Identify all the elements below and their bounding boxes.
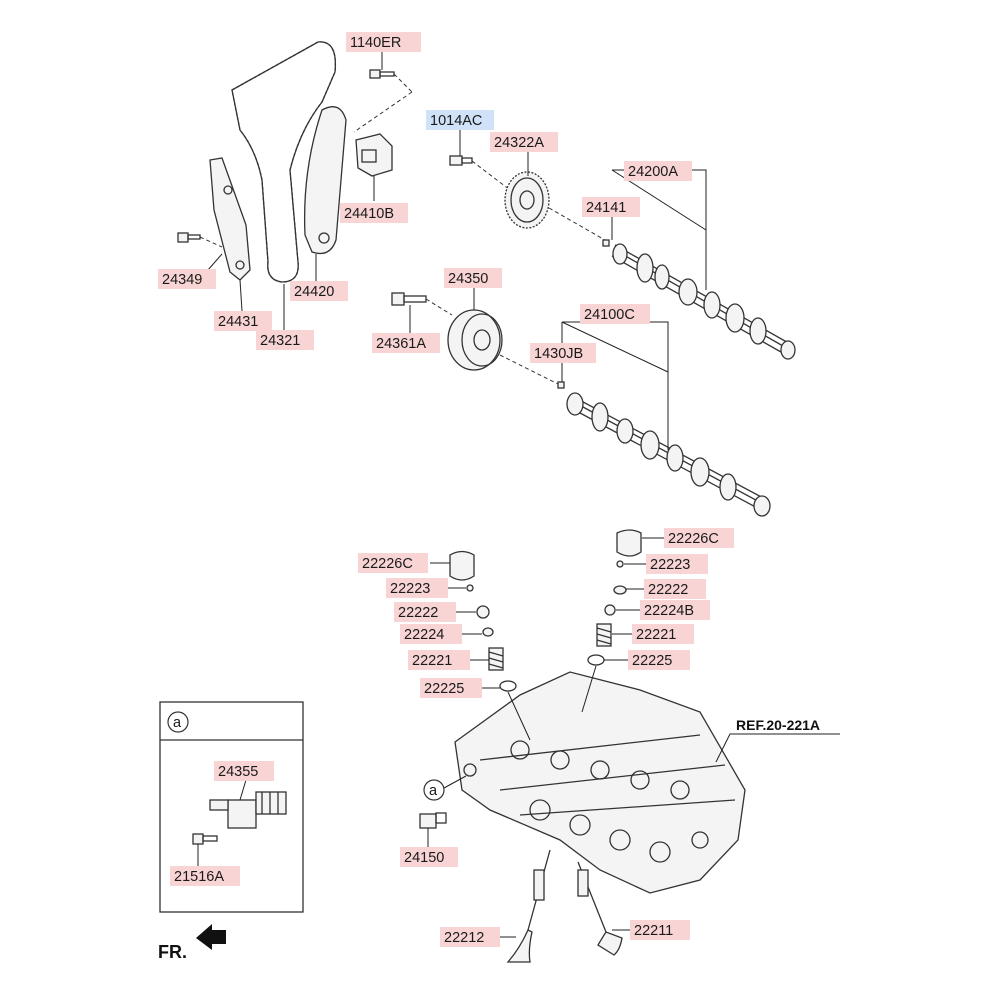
plug-24150 [419, 812, 447, 829]
label-22226C-right: 22226C [664, 528, 734, 548]
label-24150: 24150 [400, 847, 458, 867]
svg-text:24410B: 24410B [344, 206, 394, 222]
bolt-1014AC [449, 155, 511, 191]
label-22225-left: 22225 [420, 678, 482, 698]
svg-text:22223: 22223 [650, 557, 690, 573]
valve-22211 [577, 861, 623, 956]
label-24141: 24141 [582, 197, 640, 217]
label-24410B: 24410B [340, 203, 408, 223]
dowel-pin-1430JB [557, 381, 565, 389]
svg-text:24431: 24431 [218, 314, 258, 330]
sprocket-24322A [504, 171, 606, 241]
label-22221-left: 22221 [408, 650, 470, 670]
tensioner-arm [303, 106, 347, 255]
bolt-1140ER [353, 69, 413, 133]
valve-22212 [506, 849, 551, 963]
label-24431: 24431 [214, 311, 272, 331]
valve-stack-left [449, 550, 517, 692]
label-22223-left: 22223 [386, 578, 448, 598]
svg-text:24150: 24150 [404, 850, 444, 866]
svg-text:22224: 22224 [404, 627, 444, 643]
label-24200A: 24200A [624, 161, 692, 181]
label-22211: 22211 [630, 920, 690, 940]
label-24349: 24349 [158, 269, 216, 289]
svg-text:22222: 22222 [398, 605, 438, 621]
label-24100C: 24100C [580, 304, 650, 324]
label-24420: 24420 [290, 281, 348, 301]
svg-text:1430JB: 1430JB [534, 346, 583, 362]
label-1430JB: 1430JB [530, 343, 596, 363]
chain-tensioner [355, 133, 393, 177]
svg-text:22224B: 22224B [644, 603, 694, 619]
label-1140ER: 1140ER [346, 32, 421, 52]
valve-stack-right [587, 529, 642, 666]
bolt-24361A [391, 292, 453, 316]
svg-text:24350: 24350 [448, 271, 488, 287]
label-22222-right: 22222 [644, 579, 706, 599]
bolt-24349 [177, 232, 223, 248]
svg-text:24355: 24355 [218, 764, 258, 780]
svg-text:24361A: 24361A [376, 336, 426, 352]
label-22224B: 22224B [640, 600, 710, 620]
camshaft-24200A [611, 243, 796, 360]
leader-lines [197, 52, 840, 938]
svg-text:24100C: 24100C [584, 307, 635, 323]
svg-text:22225: 22225 [632, 653, 672, 669]
svg-text:22212: 22212 [444, 930, 484, 946]
label-22221-right: 22221 [632, 624, 694, 644]
oil-control-valve [209, 791, 287, 829]
svg-text:22222: 22222 [648, 582, 688, 598]
label-22225-right: 22225 [628, 650, 690, 670]
camshaft-24100C [566, 392, 771, 517]
label-24322A: 24322A [490, 132, 558, 152]
label-22212: 22212 [440, 927, 500, 947]
svg-text:22225: 22225 [424, 681, 464, 697]
label-21516A: 21516A [170, 866, 240, 886]
svg-text:1140ER: 1140ER [350, 35, 401, 51]
svg-text:22223: 22223 [390, 581, 430, 597]
dowel-pin-24141 [602, 239, 610, 247]
timing-chain [231, 41, 337, 283]
callout-circle-head: a [423, 779, 445, 801]
svg-text:24420: 24420 [294, 284, 334, 300]
svg-text:22226C: 22226C [362, 556, 413, 572]
label-24361A: 24361A [372, 333, 440, 353]
svg-text:a: a [429, 783, 438, 799]
svg-text:21516A: 21516A [174, 869, 224, 885]
svg-text:24349: 24349 [162, 272, 202, 288]
label-22224-left: 22224 [400, 624, 462, 644]
svg-text:24200A: 24200A [628, 164, 678, 180]
label-24355: 24355 [214, 761, 274, 781]
cylinder-head [454, 671, 746, 894]
label-22223-right: 22223 [646, 554, 708, 574]
svg-text:a: a [173, 715, 182, 731]
label-22226C-left: 22226C [358, 553, 428, 573]
front-label: FR. [158, 942, 187, 962]
svg-text:22226C: 22226C [668, 531, 719, 547]
front-arrow-icon [196, 924, 226, 950]
label-1014AC: 1014AC [426, 110, 494, 130]
svg-text:24141: 24141 [586, 200, 626, 216]
callout-circle-box: a [167, 711, 189, 733]
svg-text:1014AC: 1014AC [430, 113, 482, 129]
label-22222-left: 22222 [394, 602, 456, 622]
svg-text:22221: 22221 [636, 627, 676, 643]
svg-text:22211: 22211 [634, 923, 673, 939]
svg-text:24321: 24321 [260, 333, 300, 349]
reference-label: REF.20-221A [736, 717, 820, 733]
label-24350: 24350 [444, 268, 502, 288]
svg-text:24322A: 24322A [494, 135, 544, 151]
chain-guide-left [209, 157, 251, 281]
label-24321: 24321 [256, 330, 314, 350]
svg-text:22221: 22221 [412, 653, 452, 669]
